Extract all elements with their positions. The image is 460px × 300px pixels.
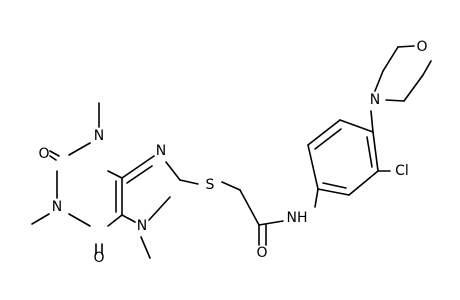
bond bbox=[68, 142, 91, 156]
bond bbox=[307, 144, 319, 190]
bond bbox=[403, 74, 424, 102]
bond bbox=[397, 45, 415, 48]
bond bbox=[314, 128, 342, 150]
atom-label-layer: O N N O N N S O NH Cl N O bbox=[38, 39, 427, 266]
bond bbox=[107, 214, 123, 227]
atom-label-n7: N bbox=[137, 218, 147, 234]
bond bbox=[258, 220, 284, 226]
atom-label-n1: N bbox=[52, 199, 62, 215]
bond bbox=[68, 213, 91, 227]
bond bbox=[374, 70, 384, 92]
bond bbox=[422, 60, 432, 76]
bond bbox=[307, 119, 341, 146]
bond-layer bbox=[31, 45, 432, 259]
bond bbox=[140, 236, 151, 259]
bond bbox=[382, 46, 399, 72]
bond bbox=[322, 182, 347, 189]
atom-label-n3: N bbox=[94, 128, 104, 144]
atom-label-o-ring1: O bbox=[38, 146, 49, 162]
atom-label-n9: N bbox=[156, 143, 166, 159]
atom-label-o-amide: O bbox=[256, 245, 267, 261]
atom-label-o-ring2: O bbox=[93, 250, 104, 266]
bond bbox=[370, 110, 374, 133]
bond bbox=[372, 131, 379, 172]
bond bbox=[385, 99, 405, 102]
bond bbox=[121, 214, 136, 223]
atom-label-cl: Cl bbox=[395, 163, 409, 179]
bond bbox=[339, 119, 374, 133]
bond bbox=[121, 155, 155, 179]
bond bbox=[107, 170, 123, 179]
bond bbox=[221, 181, 241, 191]
atom-label-nh: NH bbox=[287, 210, 308, 226]
bond bbox=[31, 213, 50, 225]
bond bbox=[165, 161, 181, 181]
bond bbox=[126, 165, 153, 184]
bond bbox=[348, 170, 379, 196]
bond bbox=[239, 189, 260, 226]
bond bbox=[317, 188, 350, 196]
bond bbox=[314, 188, 319, 208]
bond bbox=[179, 179, 199, 185]
atom-label-o-morpholine: O bbox=[416, 39, 427, 55]
atom-label-n-morpholine: N bbox=[370, 92, 380, 108]
bond bbox=[366, 136, 373, 168]
bond bbox=[49, 150, 60, 157]
atom-label-s: S bbox=[206, 177, 215, 193]
bond bbox=[148, 196, 171, 221]
bond bbox=[49, 155, 57, 161]
